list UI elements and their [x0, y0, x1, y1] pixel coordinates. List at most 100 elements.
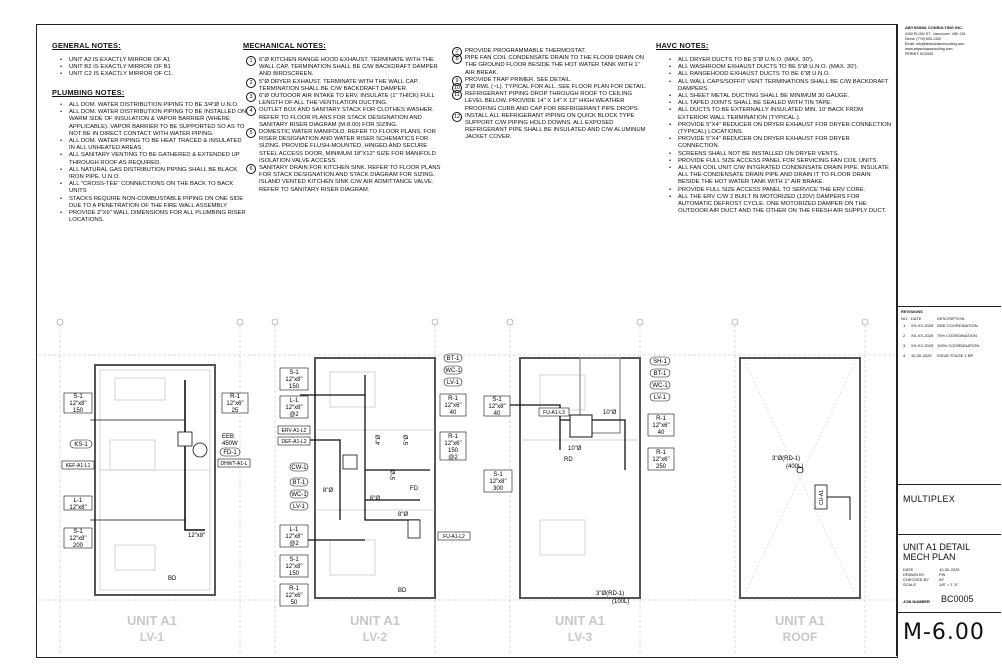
rev-no: 2 [903, 333, 906, 338]
tag-pill [443, 365, 463, 375]
note-text: SANITARY DRAIN FOR KITCHEN SINK. REFER T… [259, 165, 441, 193]
rev-col-no: NO. [901, 316, 909, 321]
tag-l1-size: 12"x8" [69, 505, 86, 511]
meta-label: SCALE [903, 582, 917, 587]
tag-r1-size: 12"x6" [444, 441, 461, 447]
tag-s1-label: S-1 [289, 557, 299, 563]
tag-l1-count: @2 [289, 541, 299, 547]
havc-note: PROVIDE 5"x4" REDUCER ON DRYER EXHAUST F… [665, 122, 891, 136]
meta-value: 10-30-2025 [939, 567, 960, 572]
tag-wc1: WC-1 [445, 368, 461, 374]
tag-fd1: FD-1 [223, 450, 237, 456]
tag-r1-size: 12"x6" [652, 457, 669, 463]
plumbing-note: ALL SANITARY VENTING TO BE GATHERED & EX… [56, 152, 248, 166]
tag-s1-label: S-1 [493, 472, 503, 478]
firm-line: Direct: (778) 609-1352 [905, 37, 941, 41]
firm-line: PERMIT: BC0005 [905, 52, 934, 56]
tag-pill [443, 377, 463, 387]
tag-box [279, 554, 309, 578]
havc-note: ALL THE ERV C/W 2 BUILT IN MOTORIZED (12… [665, 194, 891, 216]
meta-value: 1/8" = 1'-0" [939, 582, 959, 587]
tag-def: DEF-A1-L2 [281, 439, 306, 445]
tag-bd: BD [398, 588, 407, 594]
tag-box [277, 436, 311, 446]
tag-box [647, 413, 675, 437]
roof-tags: 3"Ø(RD-1) (400L) CU-A1 [772, 456, 825, 505]
plumbing-note: ALL DOM. WATER DISTRIBUTION PIPING TO BE… [56, 102, 248, 109]
havc-note: PROVIDE 5"x4" REDUCER ON DRYER EXHAUST F… [665, 136, 891, 150]
note-number-badge: 3 [246, 92, 256, 103]
meta-label: DRAWN BY [903, 572, 925, 577]
plumbing-note: PROVIDE 2"x6" WALL DIMENSIONS FOR ALL PL… [56, 210, 248, 224]
plumbing-note: ALL "CROSS-TEE" CONNECTIONS ON THE BACK … [56, 181, 248, 195]
lv1-sofa [114, 377, 166, 401]
revisions-heading: REVISIONS [901, 309, 923, 314]
tag-pill [443, 353, 463, 363]
tag-box [63, 527, 93, 549]
rev-date: XX-XX-2025 [911, 333, 934, 338]
plan-unit-label: UNIT A1 [555, 613, 605, 628]
tag-r1-label: R-1 [230, 394, 240, 400]
tag-duct-4: 4"Ø [376, 435, 382, 445]
tag-duct-10: 10"Ø [603, 410, 617, 416]
tag-r1-label: R-1 [656, 416, 666, 422]
plumbing-note: STACKS REQUIRE NON-COMBUSTABLE PIPING ON… [56, 196, 248, 210]
tag-box [277, 425, 311, 435]
tag-box [221, 392, 249, 414]
tag-lv1: LV-1 [293, 504, 306, 510]
tag-box [61, 460, 95, 470]
lv2-ducts [300, 375, 430, 541]
plumbing-note: ALL DOM. WATER DISTRIBUTION PIPING TO BE… [56, 109, 248, 138]
plan-roof [739, 357, 861, 599]
rev-date: XX-XX-2025 [911, 343, 934, 348]
note-number-badge: 1 [246, 56, 256, 66]
plumbing-note: ALL DOM. WATER PIPING TO BE HEAT TRACED … [56, 138, 248, 152]
tag-box [439, 393, 467, 417]
tag-box [279, 367, 309, 391]
tag-sh1: SH-1 [653, 359, 667, 365]
havc-note: PROVIDE FULL SIZE ACCESS PANEL TO SERVIC… [665, 187, 891, 194]
tag-bt1: BT-1 [447, 356, 460, 362]
havc-note: PROVIDE FULL SIZE ACCESS PANEL FOR SERVI… [665, 158, 891, 165]
tag-s1-size: 12"x8" [285, 377, 302, 383]
tag-r1-label: R-1 [448, 434, 458, 440]
plan-level-label: LV-3 [568, 630, 593, 644]
lv1-hot-water-tank [192, 442, 208, 458]
tag-fu: FU-A1-L3 [543, 410, 565, 416]
note-text: INSTALL ALL REFRIGERANT PIPING ON QUICK … [465, 112, 646, 141]
tag-box [279, 524, 309, 548]
tag-s1-flow: 300 [493, 486, 504, 492]
sheet-title-1: UNIT A1 DETAIL [903, 542, 971, 552]
general-notes-list: UNIT A2 IS EXACTLY MIRROR OF A1 UNIT B2 … [56, 57, 246, 79]
firm-line: Email: info@abyssiniaconsulting.com [905, 42, 965, 46]
lv3-tags: S-1 12"x8" 40 FU-A1-L3 10"Ø 10"Ø RD S-1 … [483, 356, 675, 605]
lv1-inner-walls [99, 369, 211, 591]
tag-lv1: LV-1 [447, 380, 460, 386]
tag-dhwt: DHWT-A1-L [221, 461, 248, 467]
sheet-border [36, 24, 898, 658]
havc-note: ALL WALL CAPS/SOFFIT VENT TERMINATIONS S… [665, 79, 891, 93]
tag-s1-size: 12"x8" [69, 401, 86, 407]
grid-bubbles [56, 318, 869, 326]
tag-box [217, 458, 251, 468]
plan-unit-label: UNIT A1 [775, 613, 825, 628]
tag-ks1: KS-1 [74, 442, 88, 448]
sheet-title-2: MECH PLAN [903, 552, 956, 562]
grid-lines [38, 325, 895, 655]
plan-level-label: ROOF [783, 630, 818, 644]
tag-pill [649, 380, 671, 390]
tag-box [439, 431, 467, 461]
rev-desc: DDR COORDINATION [937, 323, 978, 328]
lv3-bed [539, 519, 586, 556]
tag-duct-size: 12"x8" [188, 533, 205, 539]
havc-note: ALL SHEET METAL DUCTING SHALL BE MINIMUM… [665, 93, 891, 100]
havc-notes-heading: HAVC NOTES: [656, 41, 709, 50]
note-text: DOMESTIC WATER MANIFOLD. REFER TO FLOOR … [259, 129, 436, 164]
tag-pill [649, 392, 671, 402]
lv1-branch-ducts [90, 419, 185, 521]
tag-r1-flow: 50 [291, 600, 298, 606]
